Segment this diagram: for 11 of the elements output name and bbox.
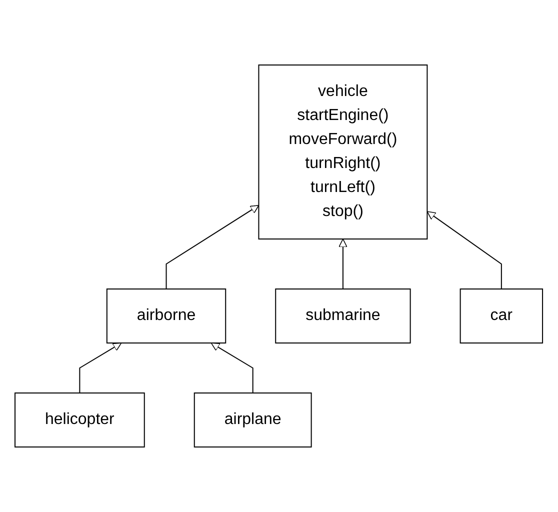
arrow: [427, 211, 502, 290]
node-box: car: [460, 288, 544, 344]
node-box: vehicle startEngine() moveForward() turnRight() turnLeft() stop(): [258, 64, 428, 240]
arrow: [211, 342, 254, 394]
node-box: submarine: [275, 288, 412, 344]
node-box: airborne: [106, 288, 226, 344]
arrow: [338, 238, 348, 290]
arrow: [166, 204, 260, 290]
node-box: airplane: [194, 392, 312, 448]
node-box: helicopter: [14, 392, 146, 448]
arrow: [79, 342, 122, 394]
